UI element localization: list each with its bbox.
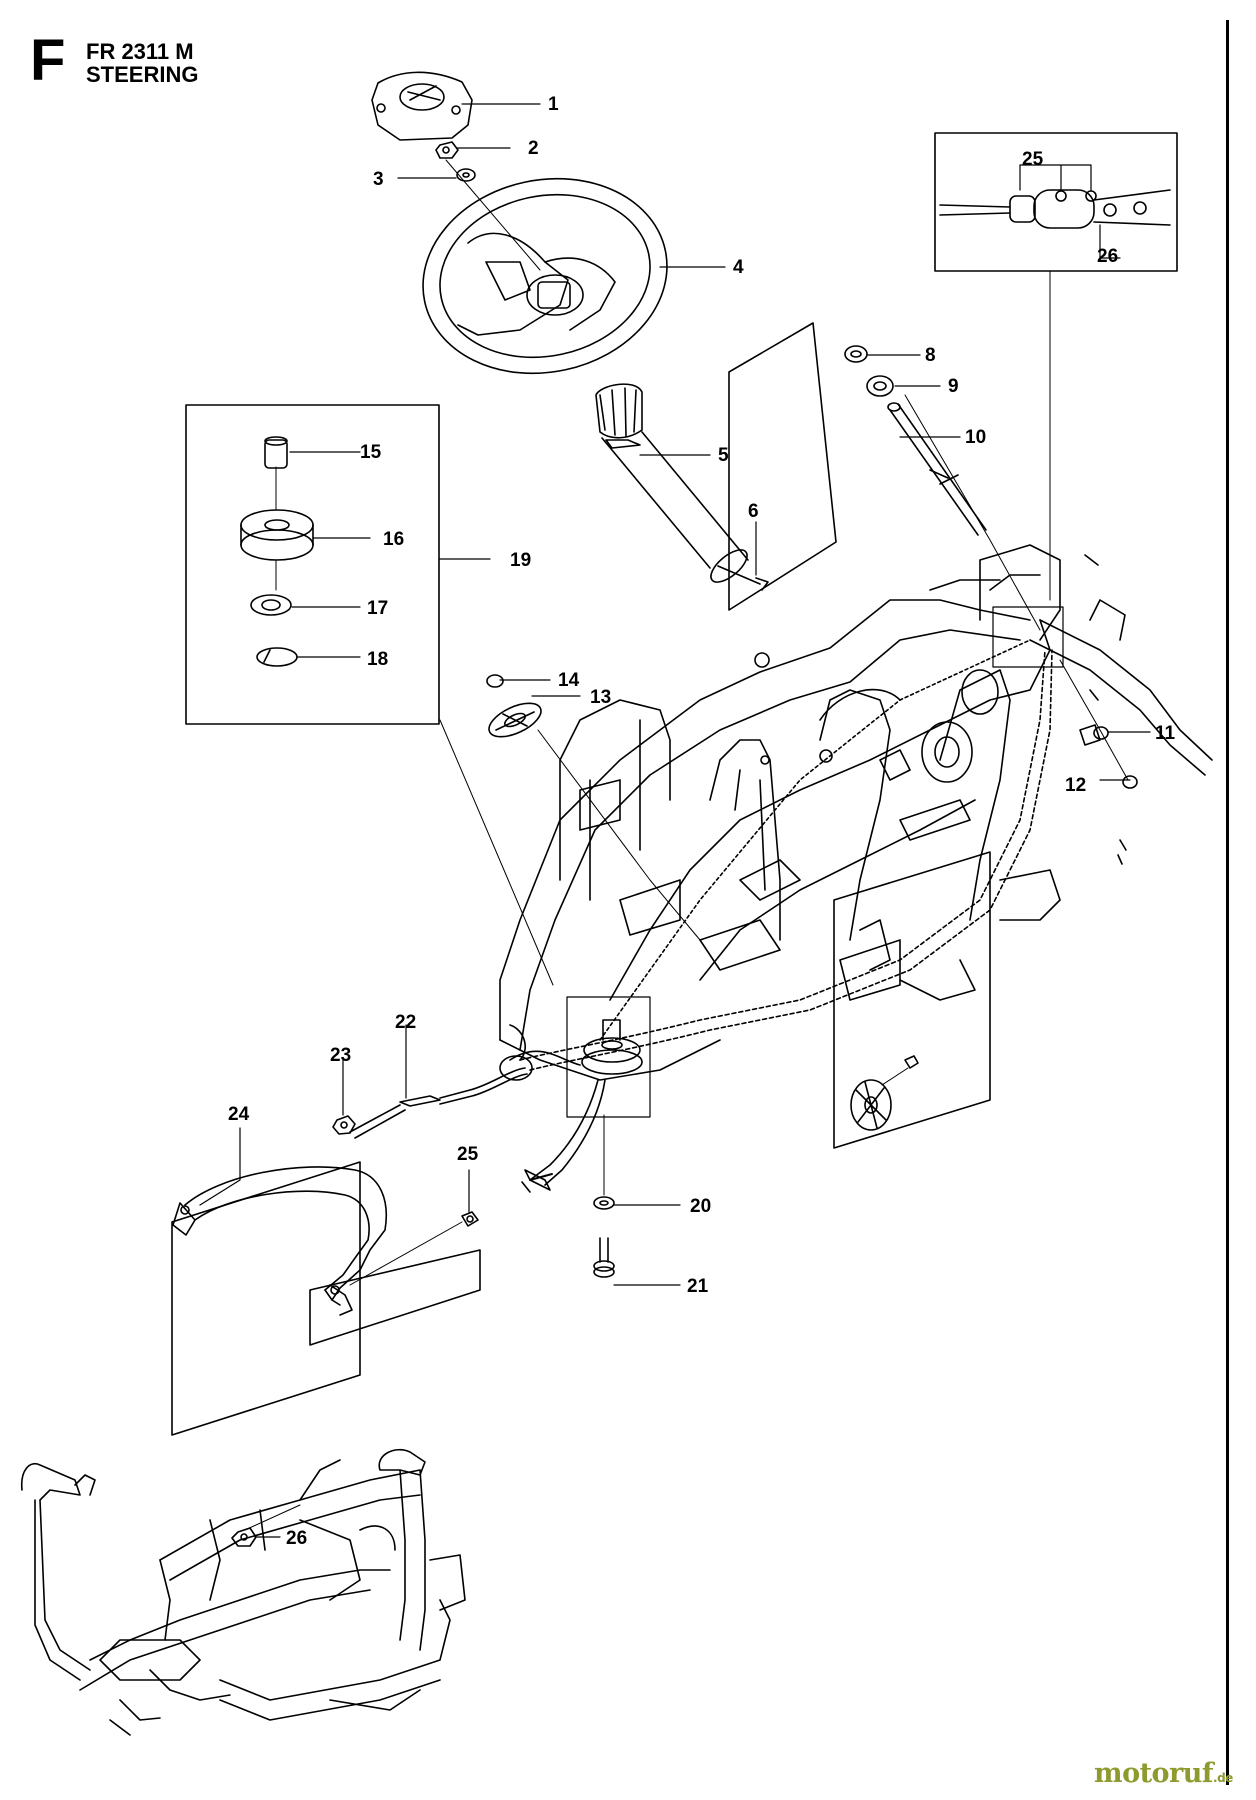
pulley-locator-box — [566, 996, 651, 1118]
steering-column-part — [595, 383, 749, 583]
callout-2: 2 — [528, 138, 539, 159]
callout-16: 16 — [383, 529, 404, 550]
callout-25-inset: 25 — [1022, 149, 1044, 170]
washer-part — [456, 168, 476, 182]
page-title: STEERING — [86, 62, 199, 87]
carriage-bolt-part — [461, 1211, 479, 1227]
idler-pulley-part — [488, 702, 542, 738]
callout-22: 22 — [395, 1012, 416, 1033]
pulley-inset-panel — [833, 851, 991, 1149]
column-inset-panel — [728, 322, 837, 611]
callout-18: 18 — [367, 649, 388, 670]
ball-bearing-part — [250, 594, 292, 616]
callout-23: 23 — [330, 1045, 351, 1066]
steering-wheel-part — [422, 177, 668, 375]
callout-24: 24 — [228, 1104, 250, 1125]
callout-6: 6 — [748, 501, 759, 522]
callout-25-lower: 25 — [457, 1144, 479, 1165]
watermark-brand: motoruf — [1094, 1758, 1214, 1789]
main-pulley-assembly — [529, 1019, 643, 1186]
steering-cables — [509, 639, 1053, 1071]
callout-26-inset: 26 — [1097, 246, 1118, 267]
steering-cap-part — [371, 71, 473, 141]
cable-end-part — [521, 1169, 551, 1193]
cable-clamp-detail — [939, 189, 1171, 229]
callout-26-lower: 26 — [286, 1528, 307, 1549]
callout-12: 12 — [1065, 775, 1086, 796]
model-number: FR 2311 M — [86, 39, 194, 64]
callout-11: 11 — [1155, 723, 1176, 744]
section-letter: F — [30, 28, 66, 93]
cable-detail-inset-box — [934, 132, 1178, 272]
callout-21: 21 — [687, 1276, 709, 1297]
pulley-part — [240, 509, 314, 561]
retaining-ring-part — [256, 647, 298, 667]
callout-1: 1 — [548, 94, 559, 115]
clamp-locator-box — [992, 606, 1064, 668]
callout-15: 15 — [360, 442, 382, 463]
spacer-part — [264, 436, 288, 469]
callout-13: 13 — [590, 687, 611, 708]
rear-idler-pulley — [850, 1055, 919, 1131]
callout-14: 14 — [558, 670, 580, 691]
callout-17: 17 — [367, 598, 388, 619]
bumper-bracket-part — [172, 1166, 387, 1316]
lock-nut-part — [1122, 775, 1138, 789]
pulley-kit-inset-box — [185, 404, 440, 725]
callout-8: 8 — [925, 345, 936, 366]
hex-nut-part — [332, 1115, 356, 1135]
bearing-part — [866, 375, 894, 397]
watermark-suffix: .de — [1213, 1771, 1233, 1785]
callout-leader-lines — [199, 103, 1151, 1538]
tie-rod-cable-part — [349, 1067, 528, 1139]
pin-part — [717, 565, 769, 591]
chassis-frame — [499, 544, 1213, 1081]
callout-4: 4 — [733, 257, 744, 278]
callout-numbers: 1 2 3 4 5 6 8 9 10 11 12 13 14 15 16 17 … — [228, 94, 1176, 1549]
bracket-inset-panel-b — [309, 1249, 481, 1346]
watermark: motoruf.de — [1094, 1758, 1233, 1789]
right-border-rule — [1226, 20, 1229, 1785]
callout-3: 3 — [373, 169, 384, 190]
callout-10: 10 — [965, 427, 986, 448]
nut-part — [435, 141, 459, 159]
callout-19: 19 — [510, 550, 531, 571]
spacer-washer-part — [1093, 726, 1109, 740]
bolt-part — [593, 1237, 615, 1278]
flange-nut-part — [486, 674, 504, 688]
flat-washer-part — [593, 1196, 615, 1210]
shaft-part — [887, 402, 987, 536]
page-heading: FR 2311 M STEERING — [86, 40, 198, 86]
callout-9: 9 — [948, 376, 959, 397]
callout-5: 5 — [718, 445, 729, 466]
bushing-part — [844, 345, 868, 363]
front-bumper-frame — [20, 1448, 466, 1736]
bracket-inset-panel-a — [171, 1161, 361, 1436]
callout-20: 20 — [690, 1196, 711, 1217]
